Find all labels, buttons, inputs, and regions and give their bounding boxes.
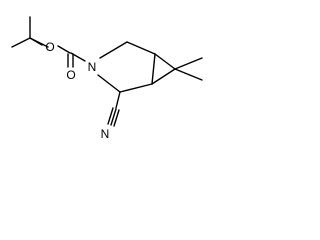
bond-nitrile-triple-c bbox=[113, 109, 120, 127]
atom-o-carbonyl: O bbox=[66, 68, 75, 82]
bond-ch-to-nitrile-carbon bbox=[115, 91, 121, 109]
atom-n-ring: N bbox=[88, 60, 97, 74]
bond-methyl-lower bbox=[174, 68, 203, 81]
bond-ester-oxygen-to-carbonyl bbox=[57, 45, 71, 54]
bond-carbonyl-to-ring-nitrogen bbox=[70, 52, 86, 62]
bond-tbu-to-ester-oxygen bbox=[29, 37, 43, 46]
bond-nitrile-triple-b bbox=[110, 108, 117, 126]
bond-nitrile-triple-a bbox=[107, 107, 114, 125]
bond-nitrogen-to-ch2 bbox=[99, 41, 128, 59]
bond-bridgehead-shared bbox=[151, 53, 156, 85]
bond-tbu-methyl-left bbox=[11, 37, 31, 48]
bond-bridgehead-bottom-to-ch bbox=[119, 83, 153, 93]
structure-diagram: O O N N bbox=[11, 16, 203, 141]
atom-n-nitrile: N bbox=[101, 127, 110, 141]
atom-o-ester: O bbox=[45, 40, 54, 54]
atom-labels: O O N N bbox=[45, 40, 109, 141]
bonds bbox=[11, 16, 203, 127]
bond-methyl-upper bbox=[174, 57, 203, 70]
bond-bridgehead-bottom-to-cme2 bbox=[151, 68, 176, 85]
bond-bridgehead-top-to-cme2 bbox=[154, 53, 176, 70]
bond-ch2-to-bridgehead-top bbox=[126, 41, 156, 55]
bond-ch-to-nitrogen bbox=[97, 74, 121, 93]
